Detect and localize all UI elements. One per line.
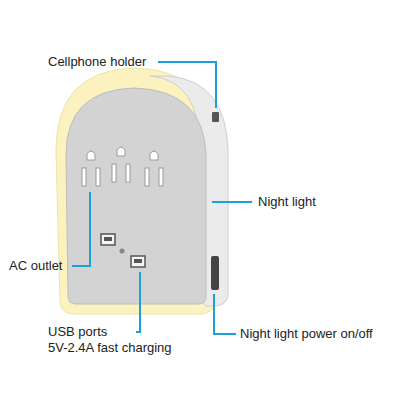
usb-ports: [101, 234, 145, 267]
leader-lines: [72, 62, 252, 334]
callout-label: 5V-2.4A fast charging: [48, 340, 172, 356]
callout-label: Night light power on/off: [240, 326, 373, 342]
ac-outlets: [82, 147, 163, 186]
callout-label: AC outlet: [9, 258, 62, 274]
power-switch: [211, 256, 219, 290]
callout-label: USB ports: [48, 324, 107, 340]
callout-label: Cellphone holder: [48, 54, 146, 70]
phone-holder-slot: [212, 112, 219, 122]
callout-label: Night light: [258, 194, 316, 210]
front-face: [66, 88, 206, 304]
